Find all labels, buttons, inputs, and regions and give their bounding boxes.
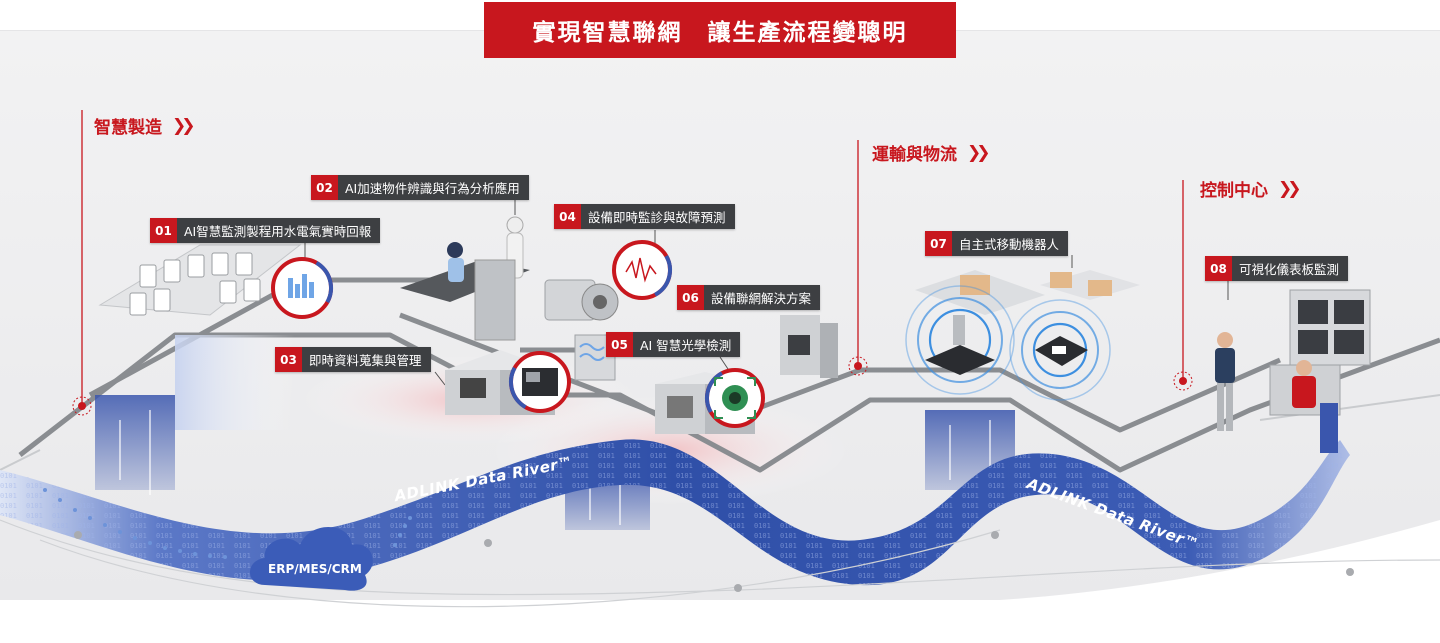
callout-04: 04 設備即時監診與故障預測 [554, 204, 735, 229]
callout-number: 08 [1205, 256, 1232, 281]
chevron-right-icon: ❯❯ [967, 142, 990, 163]
section-manufacturing: 智慧製造 ❯❯ [94, 113, 195, 139]
chevron-right-icon: ❯❯ [1278, 178, 1301, 199]
callout-text: 自主式移動機器人 [952, 231, 1069, 256]
callout-number: 04 [554, 204, 581, 229]
callout-number: 01 [150, 218, 177, 243]
callout-03: 03 即時資料蒐集與管理 [275, 347, 431, 372]
callout-text: AI加速物件辨識與行為分析應用 [338, 175, 529, 200]
callout-text: AI 智慧光學檢測 [633, 332, 741, 357]
callout-text: 即時資料蒐集與管理 [302, 347, 431, 372]
callout-01: 01 AI智慧監測製程用水電氣實時回報 [150, 218, 381, 243]
section-manufacturing-label: 智慧製造 [94, 118, 162, 138]
section-logistics: 運輸與物流 ❯❯ [872, 140, 990, 166]
callout-number: 02 [311, 175, 338, 200]
callout-text: 可視化儀表板監測 [1232, 256, 1349, 281]
callout-02: 02 AI加速物件辨識與行為分析應用 [311, 175, 529, 200]
callout-05: 05 AI 智慧光學檢測 [606, 332, 741, 357]
page-title: 實現智慧聯網 讓生產流程變聰明 [484, 2, 956, 58]
callout-text: 設備聯網解決方案 [704, 285, 821, 310]
callout-number: 06 [677, 285, 704, 310]
cloud-label: ERP/MES/CRM [268, 562, 362, 576]
callout-06: 06 設備聯網解決方案 [677, 285, 821, 310]
callout-text: AI智慧監測製程用水電氣實時回報 [177, 218, 381, 243]
callout-number: 03 [275, 347, 302, 372]
callout-text: 設備即時監診與故障預測 [581, 204, 735, 229]
section-control-label: 控制中心 [1200, 181, 1268, 201]
callout-number: 07 [925, 231, 952, 256]
callout-07: 07 自主式移動機器人 [925, 231, 1069, 256]
callout-number: 05 [606, 332, 633, 357]
section-control: 控制中心 ❯❯ [1200, 176, 1301, 202]
chevron-right-icon: ❯❯ [172, 115, 195, 136]
callout-08: 08 可視化儀表板監測 [1205, 256, 1349, 281]
section-logistics-label: 運輸與物流 [872, 145, 957, 165]
